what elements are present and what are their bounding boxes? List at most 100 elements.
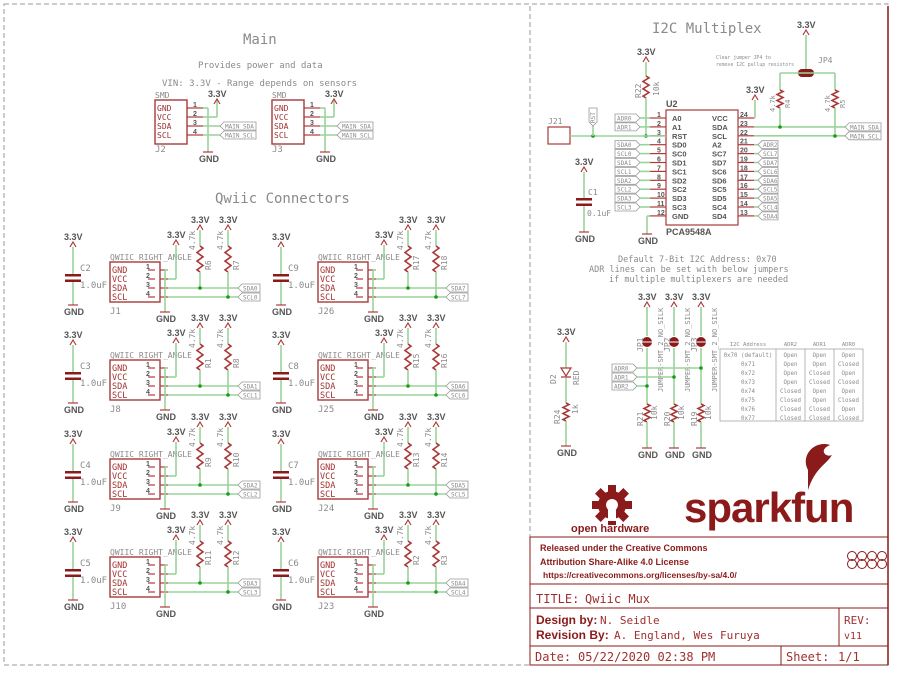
j21-ref: J21: [548, 117, 563, 126]
pin-number: 3: [354, 577, 358, 584]
pin-name: SD2: [672, 176, 687, 185]
pin-name: VCC: [712, 114, 728, 123]
pin-name: SD0: [672, 141, 687, 150]
gnd-label: GND: [638, 450, 659, 460]
pin-number: 1: [146, 559, 150, 566]
junction-dot: [406, 384, 410, 388]
net-label: MAIN_SCL: [850, 133, 879, 140]
resistor-value: 4.7k: [396, 329, 405, 348]
resistor-icon: [431, 540, 441, 568]
gnd-label: GND: [156, 609, 177, 619]
pin-name: SC6: [712, 167, 727, 176]
cc-circle: [867, 551, 877, 561]
pin-number: 5: [657, 148, 661, 155]
vcc-label: 3.3V: [427, 313, 446, 323]
pin-number: 1: [193, 102, 197, 109]
gnd-label: GND: [64, 602, 85, 612]
resistor-ref: R22: [634, 83, 643, 98]
net-label-flag: [757, 140, 779, 150]
net-label-flag: [757, 158, 779, 167]
vcc-arrow-icon: [404, 420, 412, 428]
vcc-arrow-icon: [751, 93, 759, 101]
pin-name: SCL: [320, 588, 335, 598]
pin-name: SCL: [112, 293, 127, 303]
license-url: https://creativecommons.org/licenses/by-…: [543, 570, 737, 580]
gnd-label: GND: [575, 234, 596, 244]
net-label-flag: [614, 193, 641, 203]
pin-name: SD5: [712, 194, 727, 203]
table-cell: Open: [842, 371, 856, 377]
pin-number: 22: [740, 130, 748, 137]
cc-circle: [867, 559, 877, 569]
vcc-arrow-icon: [404, 321, 412, 329]
address-note: ADR lines can be set with below jumpers: [589, 265, 789, 275]
pin-number: 3: [354, 282, 358, 289]
connector-ref: J26: [318, 307, 334, 317]
vcc-label: 3.3V: [64, 527, 83, 537]
table-header: I2C Address: [730, 342, 766, 348]
net-label: ADR1: [614, 375, 629, 382]
resistor-icon: [431, 442, 441, 470]
vcc-arrow-icon: [670, 300, 678, 308]
capacitor-value: 1.0uF: [80, 576, 107, 586]
net-label: SCL7: [763, 151, 778, 158]
pin-name: SC1: [672, 167, 687, 176]
vcc-label: 3.3V: [219, 313, 238, 323]
gnd-label: GND: [272, 307, 293, 317]
pin-name: VCC: [320, 570, 335, 580]
capacitor-plate-icon: [273, 471, 289, 474]
vcc-arrow-icon: [380, 533, 388, 541]
pin-number: 2: [354, 371, 358, 378]
title-block-cell: [529, 583, 889, 609]
junction-dot: [198, 581, 202, 585]
net-label: SDA2: [617, 178, 632, 185]
net-label-flag: [611, 363, 638, 373]
pin-number: 2: [146, 470, 150, 477]
net-label-flag: [219, 121, 257, 131]
capacitor-ref: C1: [588, 188, 598, 197]
gnd-label: GND: [316, 154, 337, 164]
pin-number: 3: [146, 479, 150, 486]
vcc-arrow-icon: [432, 223, 440, 231]
net-label-flag: [445, 292, 469, 302]
pin-name: VCC: [112, 275, 127, 285]
capacitor-value: 1.0uF: [288, 281, 315, 291]
net-label: SCL3: [243, 590, 258, 597]
table-cell: Open: [813, 362, 827, 368]
resistor-icon: [223, 245, 233, 273]
vcc-arrow-icon: [380, 238, 388, 246]
vcc-label: 3.3V: [64, 232, 83, 242]
pin-number: 8: [657, 174, 661, 181]
vcc-label: 3.3V: [427, 215, 446, 225]
resistor-ref: R11: [204, 550, 213, 565]
pin-name: SCL: [320, 293, 335, 303]
resistor-ref: R8: [232, 358, 241, 368]
pin-name: GND: [320, 561, 335, 571]
pin-name: A0: [672, 114, 682, 123]
vcc-arrow-icon: [69, 535, 77, 543]
vcc-arrow-icon: [404, 223, 412, 231]
pin-name: SC0: [672, 150, 687, 159]
table-cell: Closed: [838, 416, 859, 422]
gnd-label: GND: [557, 448, 578, 458]
pin-number: 1: [354, 461, 358, 468]
resistor-ref: R17: [412, 255, 421, 270]
pin-name: GND: [112, 364, 127, 374]
capacitor-ref: C4: [80, 461, 91, 471]
gnd-label: GND: [64, 504, 85, 514]
sparkfun-flame-icon: [805, 444, 832, 490]
connector-package: QWIIC_RIGHT_ANGLE: [318, 450, 400, 459]
resistor-value: 4.7k: [396, 231, 405, 250]
pin-name: GND: [320, 364, 335, 374]
capacitor-value: 1.0uF: [288, 576, 315, 586]
capacitor-value: 1.0uF: [80, 379, 107, 389]
pin-number: 3: [146, 577, 150, 584]
net-label: SDA6: [763, 178, 778, 185]
rev-value: v11: [844, 631, 862, 642]
pin-number: 15: [740, 192, 748, 199]
design-label: Design by:: [536, 613, 597, 627]
vcc-arrow-icon: [224, 518, 232, 526]
gnd-label: GND: [638, 236, 659, 246]
